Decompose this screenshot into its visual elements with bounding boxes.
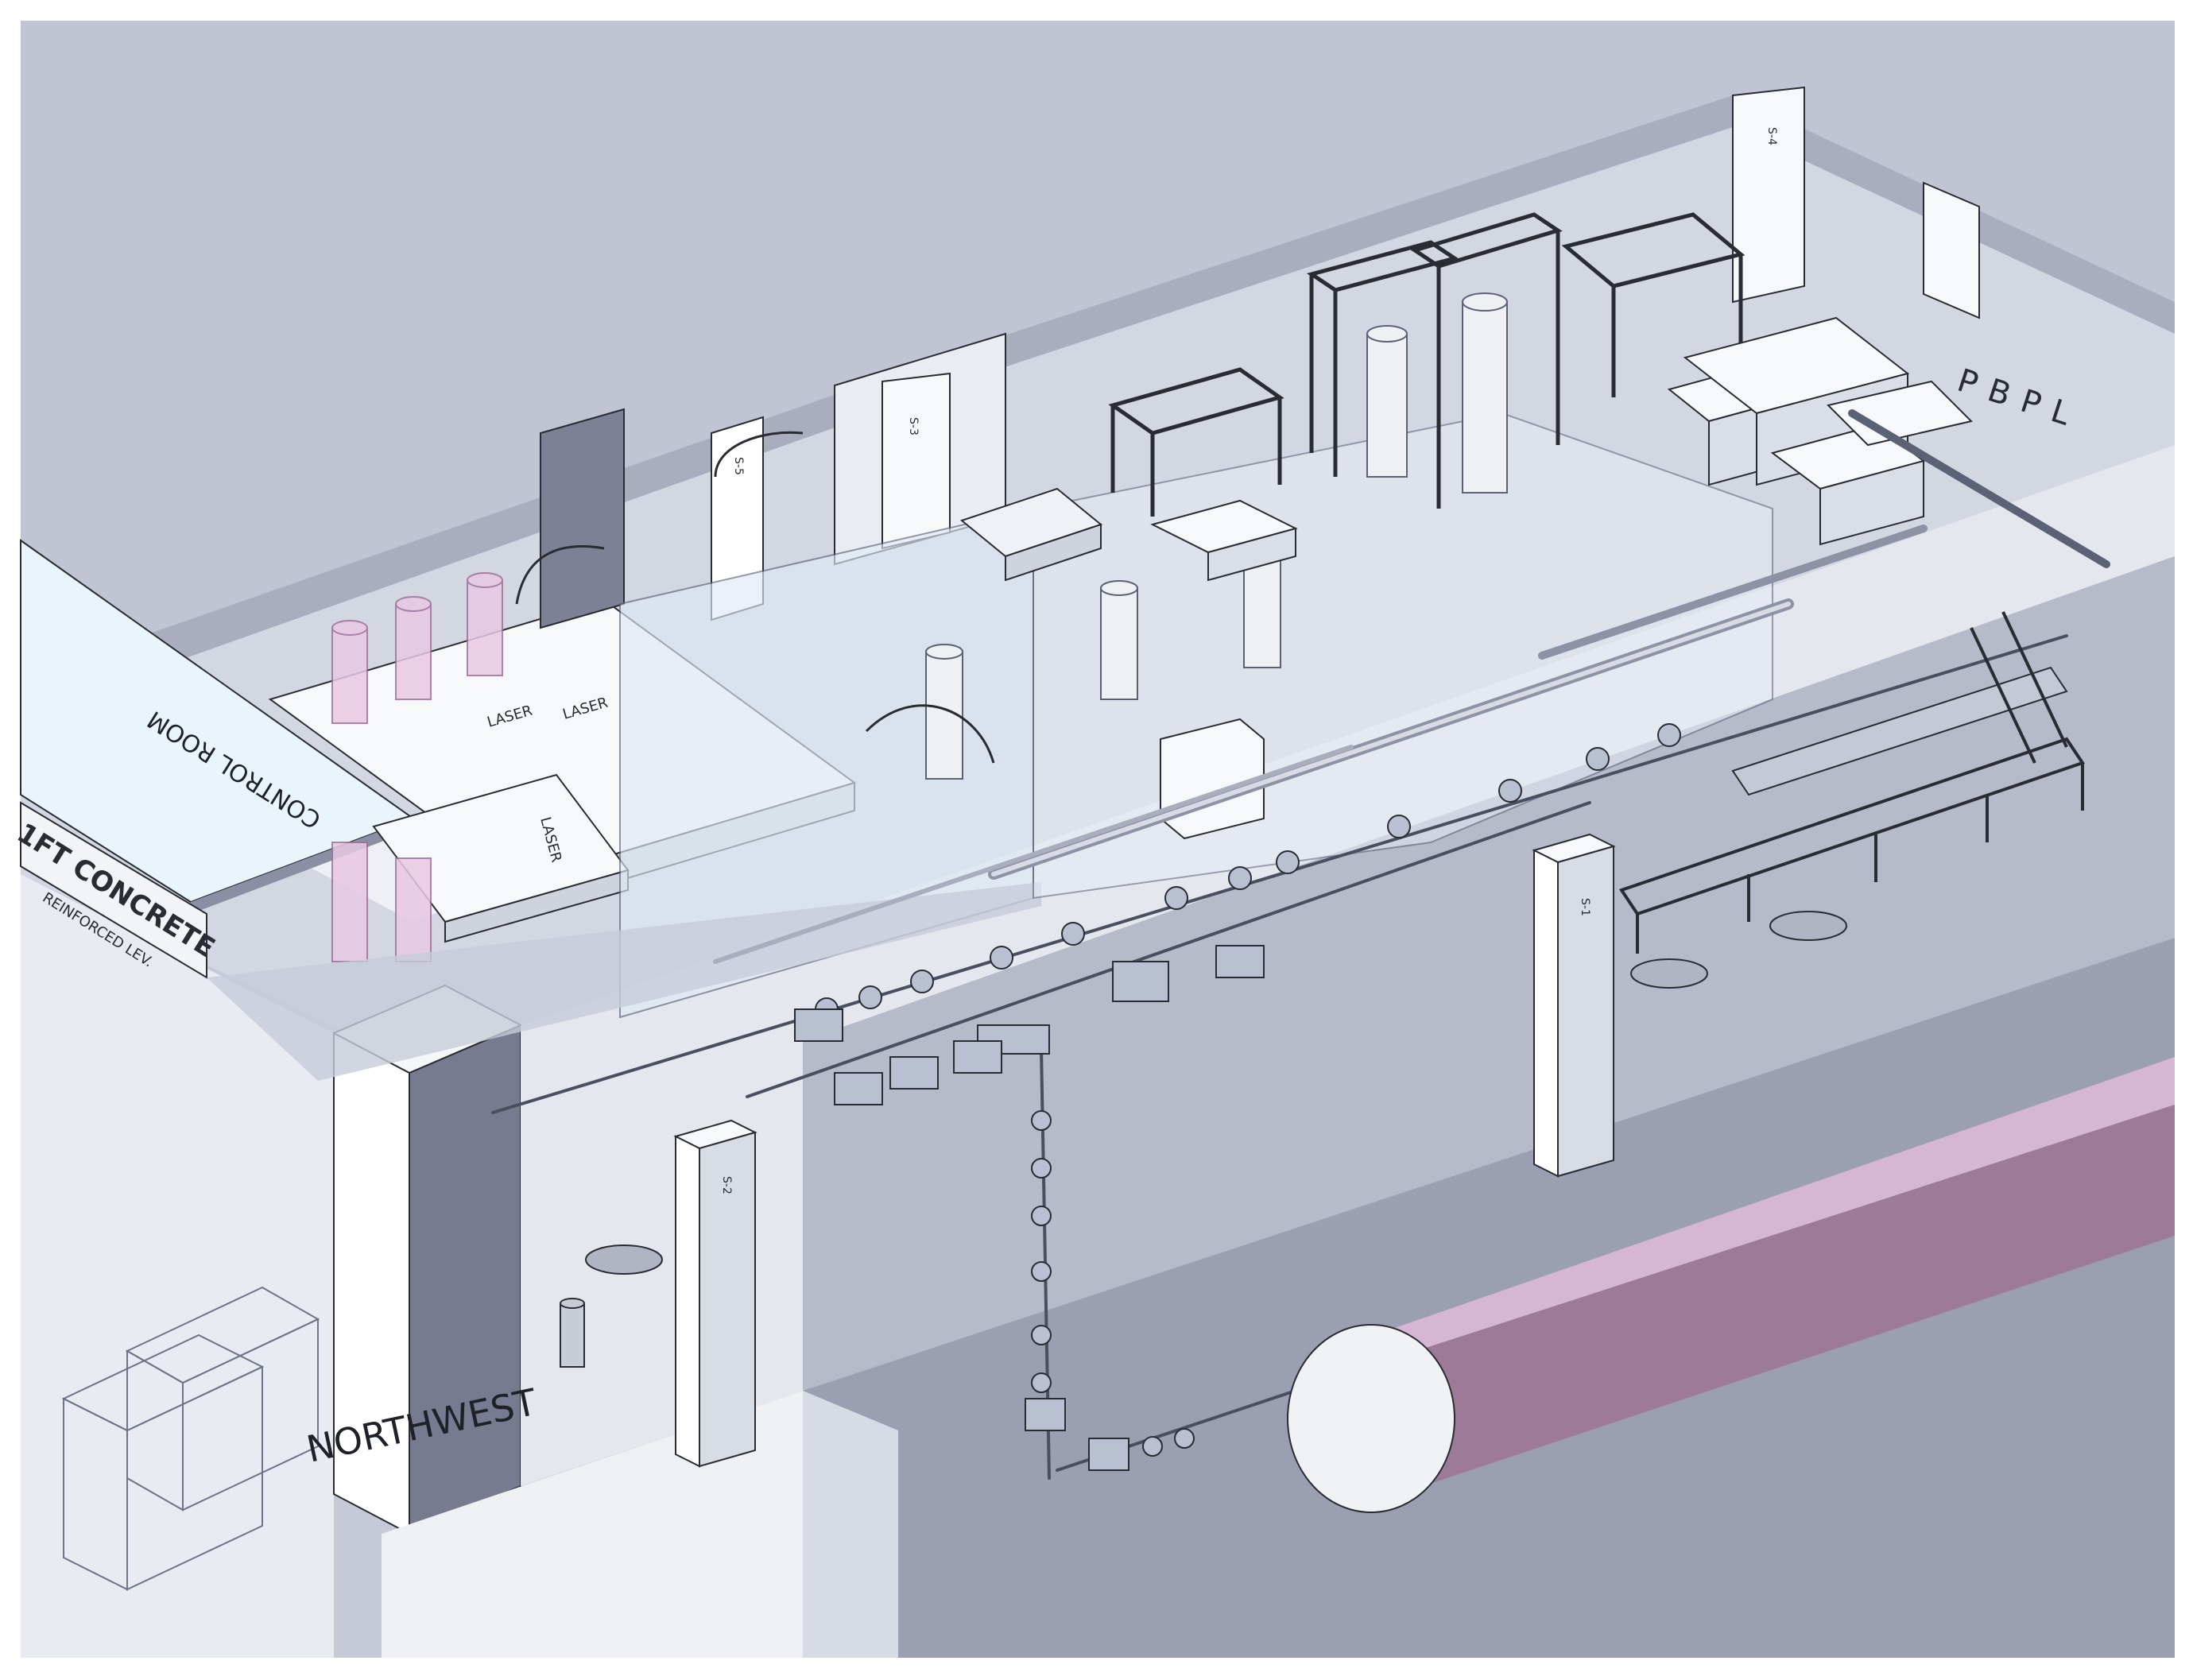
instrument-box-side (1005, 523, 1102, 582)
back-door-panel (540, 408, 625, 629)
beamline-components (794, 723, 1681, 1471)
cables (515, 431, 995, 764)
column-label-1: S-1 (1579, 898, 1591, 916)
vertical-cylinders (925, 292, 1508, 780)
column-label-4: S-4 (1765, 127, 1778, 145)
wireframe-cubes (61, 1286, 320, 1591)
accelerator-tables (1618, 611, 2086, 954)
back-column-1 (881, 372, 951, 550)
west-wall-block (21, 874, 334, 1658)
back-column-3 (1923, 181, 1980, 319)
column-label-2: S-2 (720, 1176, 733, 1194)
columns (673, 833, 1616, 1468)
magenta-cylinder (1287, 1057, 2175, 1513)
column-label-3: S-3 (907, 417, 920, 435)
small-canister (560, 1298, 585, 1368)
back-column-2 (1732, 86, 1805, 304)
glass-floor-panel (207, 882, 1041, 1081)
equipment-racks (1108, 212, 1745, 517)
pink-tanks (331, 572, 503, 962)
beamline-pipes (491, 409, 2110, 1480)
lower-left-slab-side (803, 1391, 898, 1658)
northwest-corner-side (409, 1024, 521, 1535)
column-label-5: S-5 (732, 457, 745, 475)
floor-discs (585, 911, 1847, 1275)
